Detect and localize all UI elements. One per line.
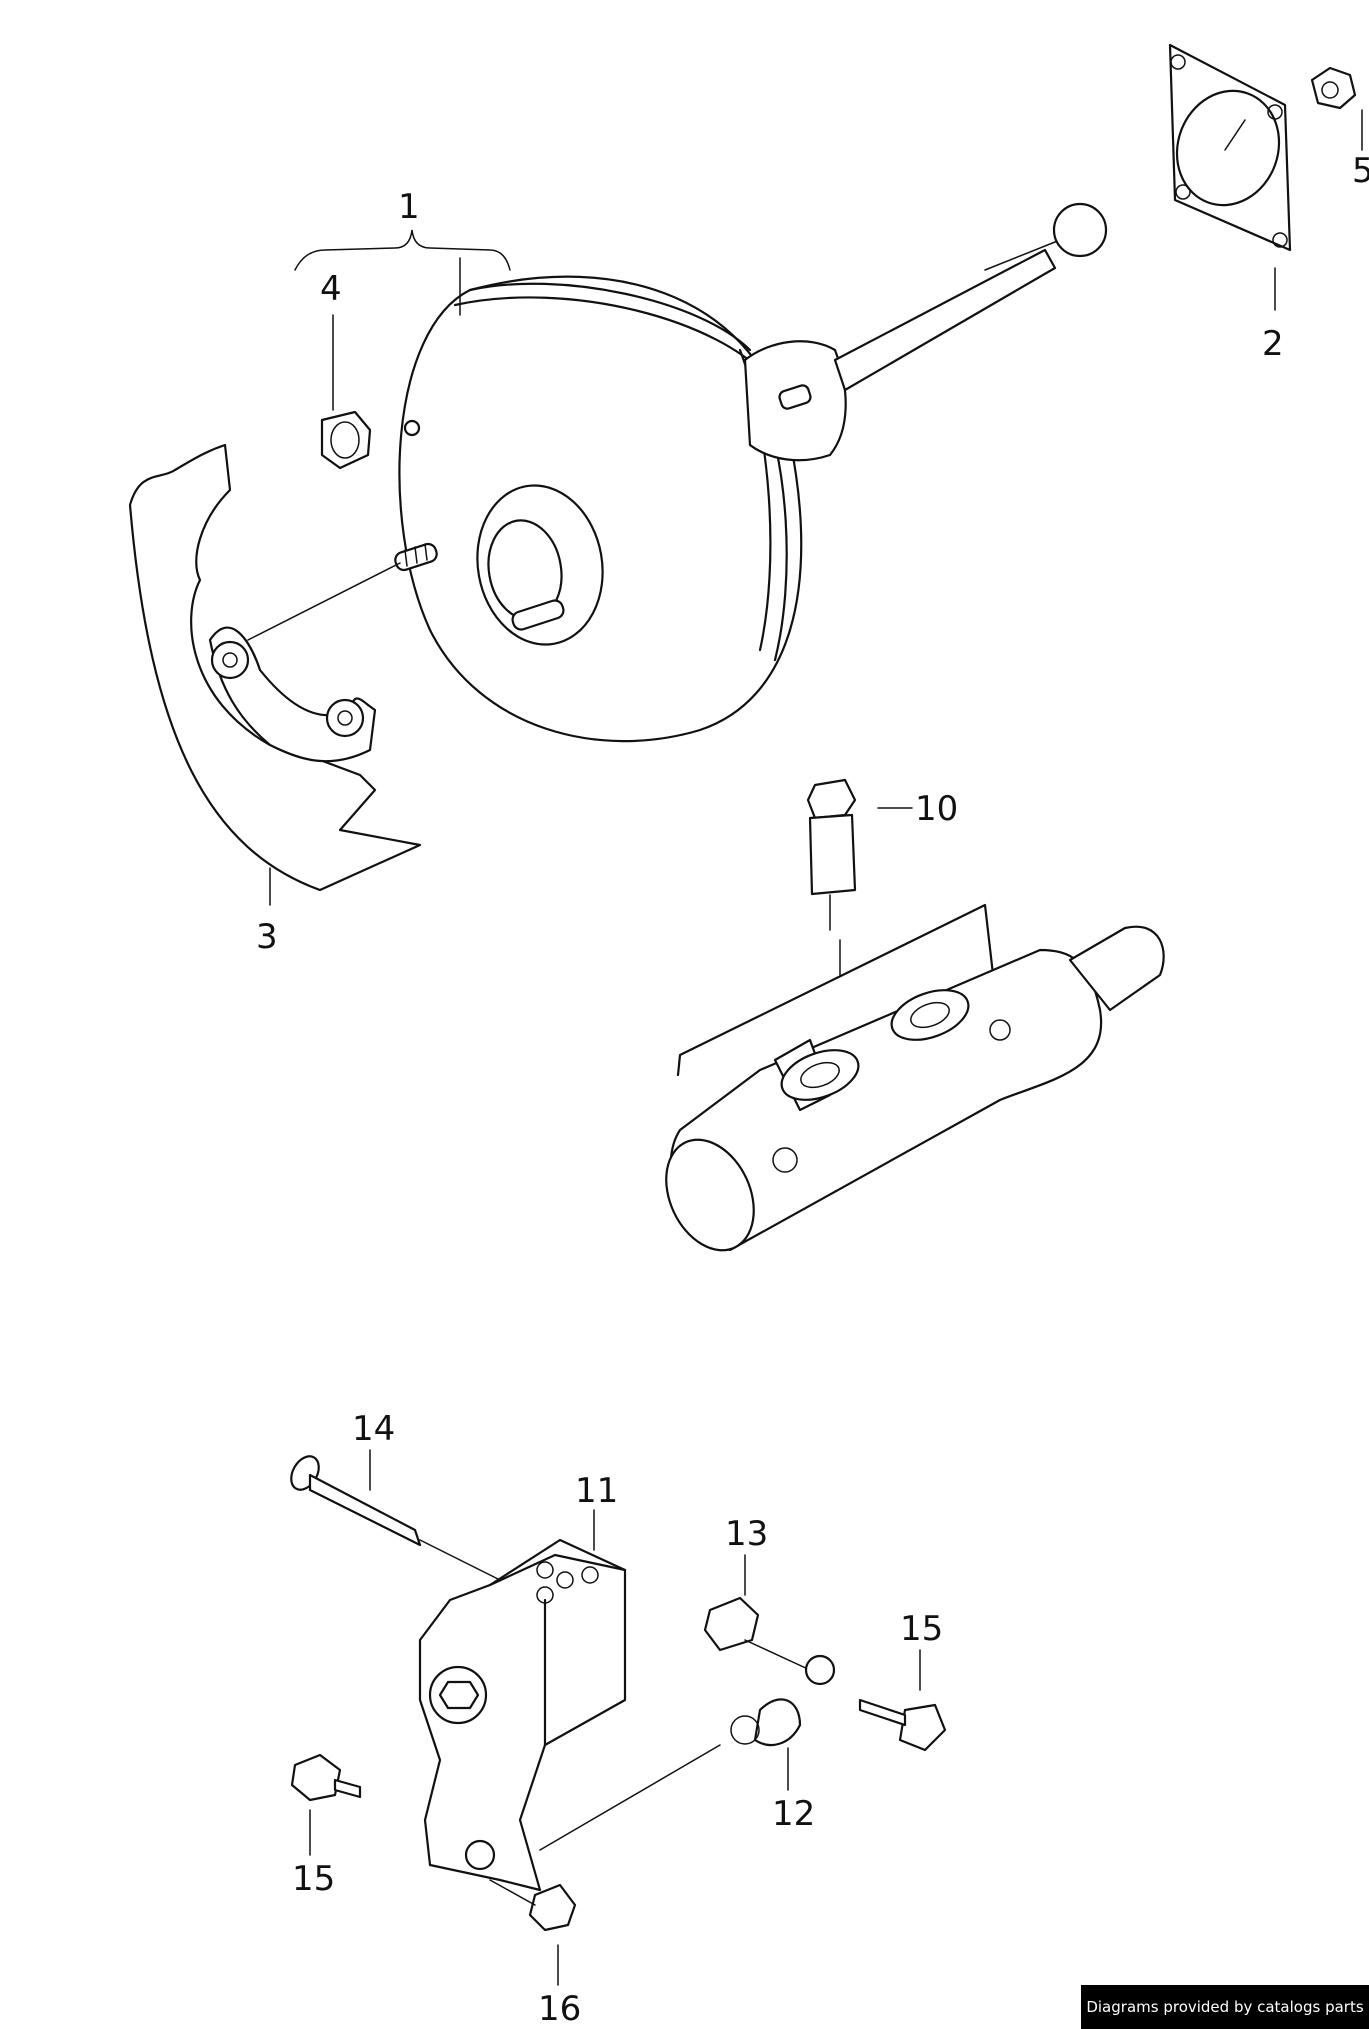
callout-13: 13 (725, 1514, 768, 1554)
leader-lines (269, 109, 1363, 1986)
brake-master-cylinder (665, 778, 1165, 1252)
callout-11: 11 (575, 1471, 618, 1511)
callout-16: 16 (538, 1989, 581, 2029)
brake-booster (394, 202, 1108, 743)
callout-15-right: 15 (900, 1609, 943, 1649)
pressure-regulator (418, 1538, 721, 1892)
heat-shield (128, 443, 422, 892)
callout-14: 14 (352, 1409, 395, 1449)
callout-15-left: 15 (292, 1859, 335, 1899)
diagram-credit: Diagrams provided by catalogs parts (1081, 1985, 1369, 2029)
callout-2: 2 (1262, 324, 1284, 364)
flange-nut (1310, 66, 1357, 110)
callout-10: 10 (915, 789, 958, 829)
callout-12: 12 (772, 1794, 815, 1834)
gasket (1168, 43, 1292, 252)
callout-5: 5 (1352, 151, 1369, 191)
callout-3: 3 (256, 917, 278, 957)
long-bolt (290, 1455, 501, 1581)
callout-1: 1 (398, 187, 420, 227)
fasteners (290, 1596, 947, 1932)
grommet-nut (320, 410, 372, 470)
callout-4: 4 (320, 269, 342, 309)
callout-labels: 1 2 3 4 5 10 11 12 13 14 15 15 16 (256, 151, 1369, 2029)
